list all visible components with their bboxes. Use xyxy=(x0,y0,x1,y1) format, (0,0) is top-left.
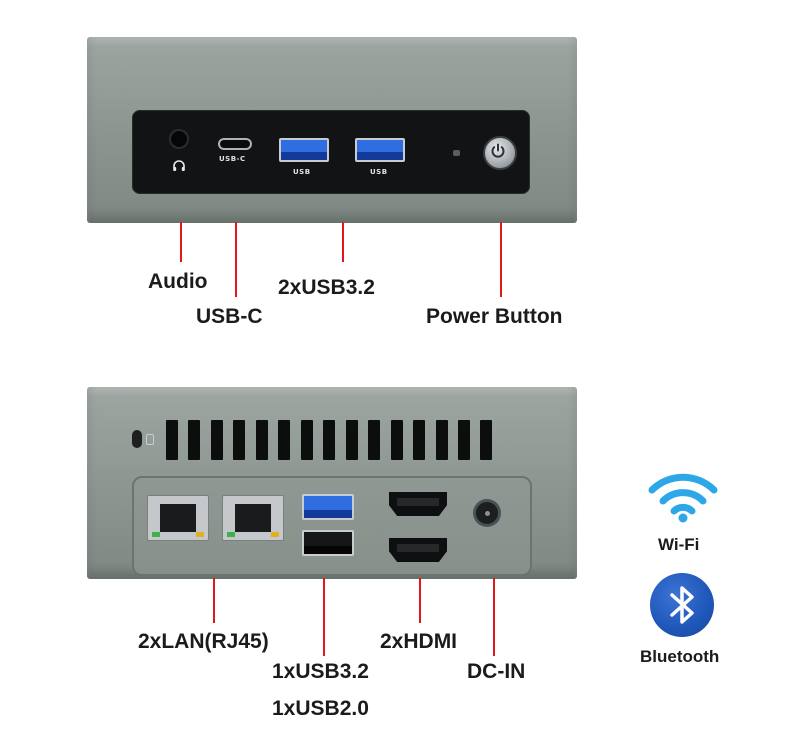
front-usb32-port-2 xyxy=(355,138,405,162)
lan-port-2 xyxy=(222,495,284,541)
status-led xyxy=(453,150,460,156)
dc-in-pin xyxy=(485,511,490,516)
usb-c-port-label: USB-C xyxy=(219,155,246,163)
dcin-label: DC-IN xyxy=(467,660,526,683)
hdmi-label: 2xHDMI xyxy=(380,630,458,653)
lan-callout-line xyxy=(213,578,215,623)
front-usb32-port-1 xyxy=(279,138,329,162)
wifi-label: Wi-Fi xyxy=(658,535,700,554)
power-button-label: Power Button xyxy=(426,305,563,328)
usbc-callout-line xyxy=(235,222,237,297)
usb32-label: 2xUSB3.2 xyxy=(278,276,375,299)
lan-port-1 xyxy=(147,495,209,541)
bluetooth-icon xyxy=(670,586,694,624)
dcin-callout-line xyxy=(493,578,495,656)
hdmi-port-2 xyxy=(389,538,447,562)
rear-usb20-port xyxy=(302,530,354,556)
front-port-bezel xyxy=(132,110,530,194)
power-button xyxy=(483,136,517,170)
power-icon xyxy=(491,143,505,158)
hdmi-callout-line xyxy=(419,578,421,623)
kensington-lock-slot xyxy=(132,430,142,448)
rear-usb-callout-line xyxy=(323,578,325,656)
lan-label: 2xLAN(RJ45) xyxy=(138,630,269,653)
bluetooth-label: Bluetooth xyxy=(640,647,720,666)
usb20-rear-label: 1xUSB2.0 xyxy=(272,697,369,720)
lock-icon xyxy=(146,434,154,445)
usb-port-label-1: USB xyxy=(293,168,311,176)
wifi-icon xyxy=(648,473,718,523)
audio-jack xyxy=(171,131,187,147)
usb-port-label-2: USB xyxy=(370,168,388,176)
audio-label: Audio xyxy=(148,270,208,293)
headset-icon xyxy=(173,160,185,171)
usb32-rear-label: 1xUSB3.2 xyxy=(272,660,369,683)
hdmi-port-1 xyxy=(389,492,447,516)
usbc-label: USB-C xyxy=(196,305,263,328)
audio-callout-line xyxy=(180,222,182,262)
rear-usb32-port xyxy=(302,494,354,520)
power-callout-line xyxy=(500,222,502,297)
usb32-callout-line xyxy=(342,222,344,262)
usb-c-port xyxy=(218,138,252,150)
